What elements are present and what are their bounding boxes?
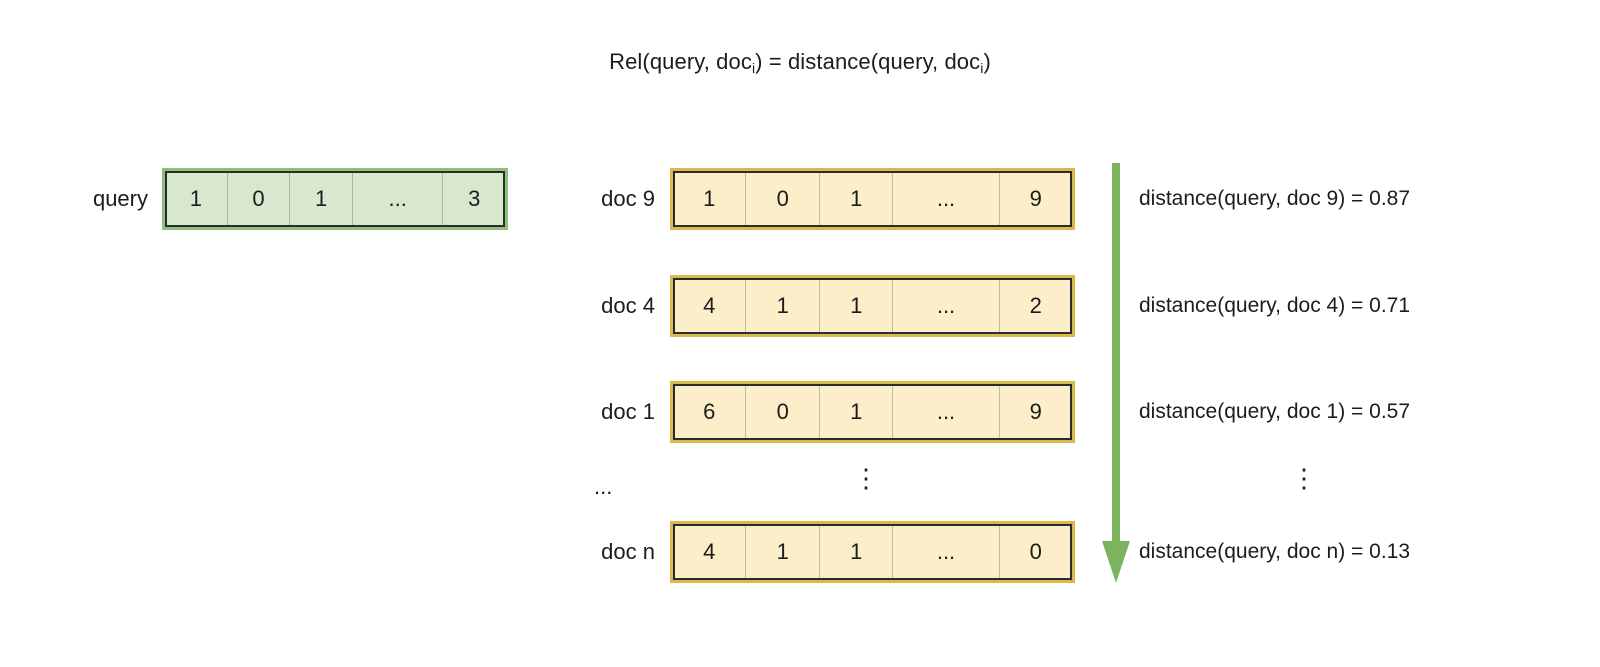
- doc-label: doc 1: [601, 399, 655, 424]
- doc-label: doc 9: [601, 186, 655, 211]
- query-label: query: [92, 186, 148, 211]
- doc-cell-ellipsis: ...: [893, 384, 1000, 440]
- query-cell: 1: [290, 171, 353, 227]
- doc-cell: 4: [673, 278, 747, 334]
- doc-cell: 0: [746, 384, 820, 440]
- doc-cell: 6: [673, 384, 747, 440]
- doc-cell: 4: [673, 524, 747, 580]
- doc-label: doc n: [601, 539, 655, 564]
- doc-cell: 1: [673, 171, 747, 227]
- doc-vector-box: 4 1 1 ... 0: [670, 521, 1075, 583]
- query-cell: 1: [165, 171, 228, 227]
- query-cell: 3: [468, 186, 481, 211]
- doc-list-ellipsis-label: ...: [594, 474, 613, 499]
- title-subscript-1: i: [751, 60, 756, 76]
- doc-vector-box: 6 0 1 ... 9: [670, 381, 1075, 443]
- doc-cell: 2: [1029, 293, 1042, 318]
- page-title: Rel(query, doci) = distance(query, doci): [0, 48, 1600, 76]
- doc-cell: 1: [746, 524, 820, 580]
- doc-vector-row: doc 9 1 0 1 ... 9: [573, 168, 1075, 230]
- distance-label: distance(query, doc 9) = 0.87: [1139, 187, 1411, 210]
- query-vector-row: query 1 0 1 ... 3: [68, 168, 508, 230]
- doc-list-vertical-ellipsis: ⋮: [853, 463, 879, 493]
- distance-label: distance(query, doc 1) = 0.57: [1139, 400, 1411, 423]
- query-cell-ellipsis: ...: [353, 171, 444, 227]
- doc-label: doc 4: [601, 293, 655, 318]
- doc-vector-row: doc 1 6 0 1 ... 9: [573, 381, 1075, 443]
- query-cell: 0: [228, 171, 291, 227]
- doc-cell: 1: [820, 524, 894, 580]
- doc-cell-ellipsis: ...: [893, 524, 1000, 580]
- doc-vector-box: 1 0 1 ... 9: [670, 168, 1075, 230]
- doc-cell: 1: [820, 384, 894, 440]
- doc-cell: 1: [820, 278, 894, 334]
- distance-list-vertical-ellipsis: ⋮: [1291, 463, 1317, 493]
- distance-label: distance(query, doc n) = 0.13: [1139, 540, 1411, 563]
- doc-cell: 0: [746, 171, 820, 227]
- doc-cell-ellipsis: ...: [893, 278, 1000, 334]
- distance-label: distance(query, doc 4) = 0.71: [1139, 294, 1411, 317]
- title-prefix: Rel(query, doc: [609, 49, 752, 74]
- query-vector-box: 1 0 1 ... 3: [162, 168, 508, 230]
- doc-cell: 9: [1029, 186, 1042, 211]
- doc-vector-box: 4 1 1 ... 2: [670, 275, 1075, 337]
- ranking-arrow-icon: [1102, 163, 1130, 583]
- title-middle: ) = distance(query, doc: [755, 49, 981, 74]
- doc-vector-row: doc n 4 1 1 ... 0: [573, 521, 1075, 583]
- title-subscript-2: i: [980, 60, 984, 76]
- doc-cell-ellipsis: ...: [893, 171, 1000, 227]
- doc-cell: 1: [820, 171, 894, 227]
- title-suffix: ): [983, 49, 991, 74]
- doc-cell: 1: [746, 278, 820, 334]
- doc-cell: 0: [1029, 539, 1042, 564]
- doc-cell: 9: [1029, 399, 1042, 424]
- doc-vector-row: doc 4 4 1 1 ... 2: [573, 275, 1075, 337]
